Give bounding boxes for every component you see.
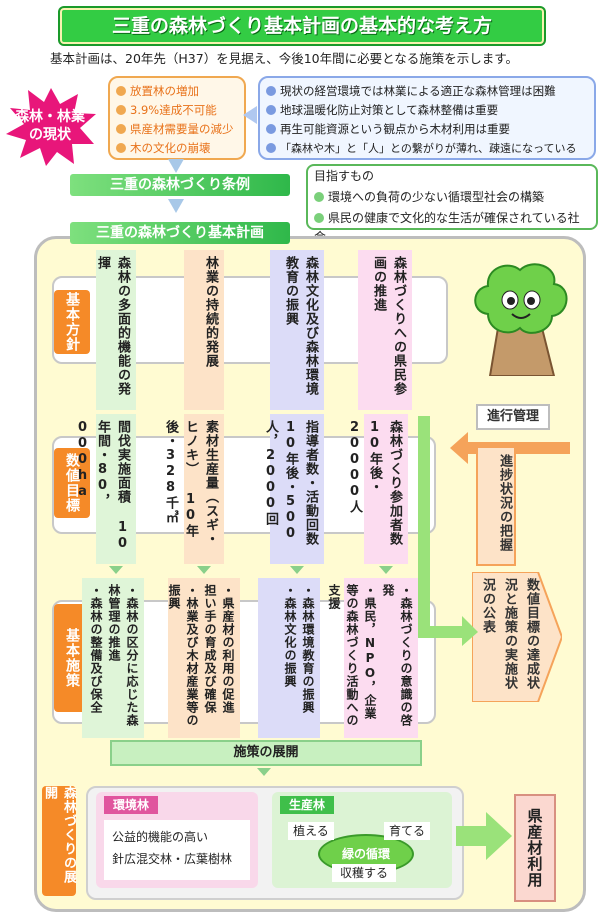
problem-item: 放置林の増加 bbox=[116, 82, 238, 101]
bullet-icon bbox=[116, 124, 126, 134]
row-label-policy: 基本方針 bbox=[54, 290, 90, 354]
problem-item: 3.9%達成不可能 bbox=[116, 101, 238, 120]
arrow-right-icon bbox=[472, 572, 562, 702]
problems-box: 放置林の増加 3.9%達成不可能 県産材需要量の減少 木の文化の崩壊 bbox=[108, 76, 246, 160]
measures-culture: ・森林環境教育の振興・森林文化の振興 bbox=[258, 578, 320, 738]
bullet-icon bbox=[116, 105, 126, 115]
progress-publish: 数値目標の達成状況と施策の実施状況の公表 bbox=[480, 578, 539, 690]
arrow-down-icon bbox=[109, 566, 123, 574]
row-label-targets: 数値目標 bbox=[54, 448, 90, 518]
grow-label: 育てる bbox=[384, 822, 430, 840]
arrow-down-icon bbox=[257, 768, 271, 776]
arrow-down-icon bbox=[197, 566, 211, 574]
bullet-icon bbox=[266, 124, 276, 134]
arrow-down-icon bbox=[168, 199, 184, 213]
bullet-icon bbox=[266, 105, 276, 115]
bullet-icon bbox=[314, 213, 324, 223]
measures-participation: ・森林づくりの意識の啓発・県民，NPO，企業等の森林づくり活動への支援 bbox=[327, 578, 418, 738]
target-instructors: 指導者数・活動回数 10年後・500人，2000回 bbox=[263, 414, 324, 564]
deployment-heading: 施策の展開 bbox=[110, 740, 422, 766]
status-badge: 森林・林業の現状 bbox=[15, 109, 85, 143]
intro-text: 基本計画は、20年先（H37）を見据え、今後10年間に必要となる施策を示します。 bbox=[50, 51, 518, 66]
target-participants: 森林づくり参加者数 10年後・20000人 bbox=[347, 414, 408, 564]
prefectural-timber-use: 県産材利用 bbox=[514, 794, 556, 902]
state-item: 「森林や木」と「人」との繋がりが薄れ、疎遠になっている bbox=[266, 139, 588, 158]
ordinance-bar: 三重の森林づくり条例 bbox=[70, 174, 290, 196]
progress-grasp: 進捗状況の把握 bbox=[476, 446, 516, 566]
policy-forest-function: 森林の多面的機能の発揮 bbox=[95, 250, 136, 410]
status-burst-icon bbox=[6, 88, 96, 166]
arrow-right-icon bbox=[456, 812, 512, 860]
target-timber-production: 素材生産量（スギ・ヒノキ） 10年後・328千㎥ bbox=[163, 414, 224, 564]
bullet-icon bbox=[266, 143, 276, 153]
state-item: 地球温暖化防止対策として森林整備は重要 bbox=[266, 101, 588, 120]
arrow-left-icon bbox=[243, 106, 257, 124]
arrow-down-icon bbox=[168, 159, 184, 173]
bullet-icon bbox=[116, 143, 126, 153]
problem-item: 木の文化の崩壊 bbox=[116, 139, 238, 158]
plan-bar: 三重の森林づくり基本計画 bbox=[70, 222, 290, 244]
policy-forest-culture: 森林文化及び森林環境教育の振興 bbox=[270, 250, 324, 410]
bullet-icon bbox=[314, 192, 324, 202]
policy-public-participation: 森林づくりへの県民参画の推進 bbox=[358, 250, 412, 410]
state-item: 現状の経営環境では林業による適正な森林管理は困難 bbox=[266, 82, 588, 101]
row-label-deployment: 森林づくりの展開 bbox=[42, 786, 76, 896]
progress-heading: 進行管理 bbox=[476, 404, 550, 430]
prod-forest-label: 生産林 bbox=[280, 796, 334, 814]
measures-forestry: ・県産材の利用の促進担い手の育成及び確保・林業及び木材産業等の振興 bbox=[167, 578, 240, 738]
page-title: 三重の森林づくり基本計画の基本的な考え方 bbox=[60, 8, 544, 44]
feedback-arrow-icon bbox=[418, 416, 478, 646]
bullet-icon bbox=[266, 86, 276, 96]
target-thinning-area: 間伐実施面積 10年間・80，000ha bbox=[75, 414, 136, 564]
measures-forest: ・森林の区分に応じた森林管理の推進・森林の整備及び保全 bbox=[82, 578, 144, 738]
bullet-icon bbox=[116, 86, 126, 96]
tree-mascot-icon bbox=[474, 263, 568, 376]
env-forest-desc: 公益的機能の高い 針広混交林・広葉樹林 bbox=[104, 820, 250, 880]
plant-label: 植える bbox=[288, 822, 334, 840]
harvest-label: 収穫する bbox=[332, 864, 396, 882]
goal-item: 環境への負荷の少ない循環型社会の構築 bbox=[308, 187, 596, 208]
arrow-down-icon bbox=[379, 566, 393, 574]
current-state-box: 現状の経営環境では林業による適正な森林管理は困難 地球温暖化防止対策として森林整… bbox=[258, 76, 596, 160]
goals-heading: 目指すもの bbox=[314, 169, 375, 183]
goals-box: 目指すもの 環境への負荷の少ない循環型社会の構築 県民の健康で文化的な生活が確保… bbox=[306, 164, 598, 244]
policy-forestry-development: 林業の持続的発展 bbox=[184, 250, 224, 410]
arrow-down-icon bbox=[290, 566, 304, 574]
problem-item: 県産材需要量の減少 bbox=[116, 120, 238, 139]
env-forest-label: 環境林 bbox=[104, 796, 158, 814]
state-item: 再生可能資源という観点から木材利用は重要 bbox=[266, 120, 588, 139]
